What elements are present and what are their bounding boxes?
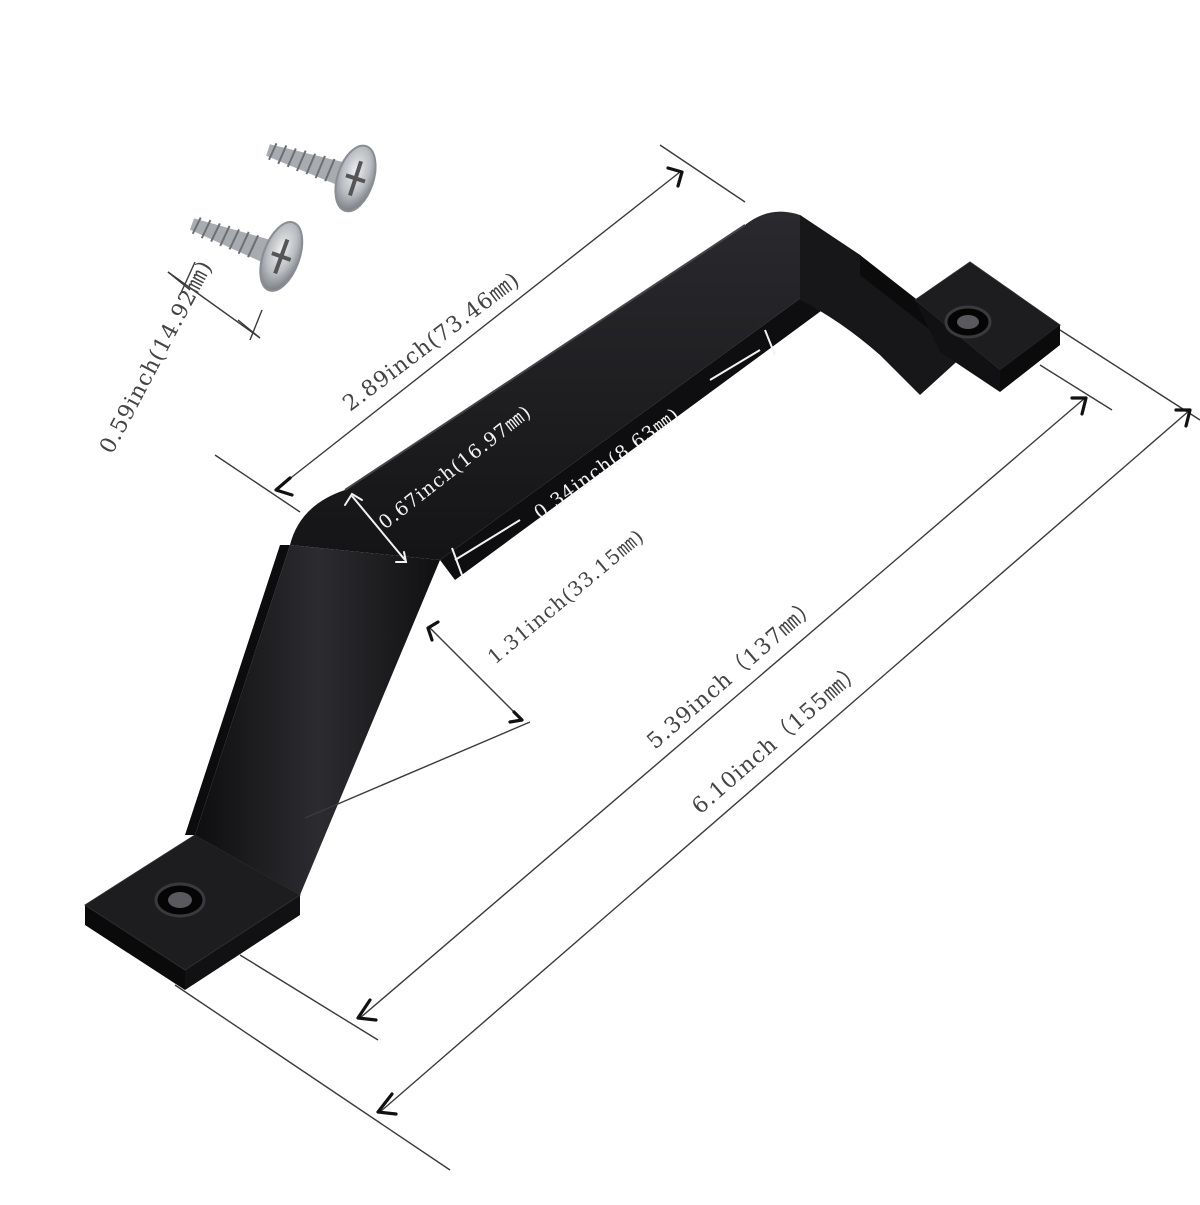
- overall-length-dimension: [174, 329, 1200, 1171]
- thickness-dimension: [451, 329, 776, 576]
- screw-icon: [189, 217, 304, 292]
- hole-spacing-dimension: [239, 364, 1113, 1041]
- grip-length-dimension: [214, 144, 746, 513]
- screw-icon: [266, 142, 377, 213]
- handle-height-dimension: [304, 620, 531, 819]
- handle-height-label: 1.31inch(33.15㎜): [483, 524, 649, 669]
- door-handle-icon: [84, 211, 1061, 990]
- screw-length-label: 0.59inch(14.92㎜): [95, 256, 218, 457]
- screw-length-dimension: [167, 261, 263, 341]
- grip-width-dimension: [344, 492, 408, 563]
